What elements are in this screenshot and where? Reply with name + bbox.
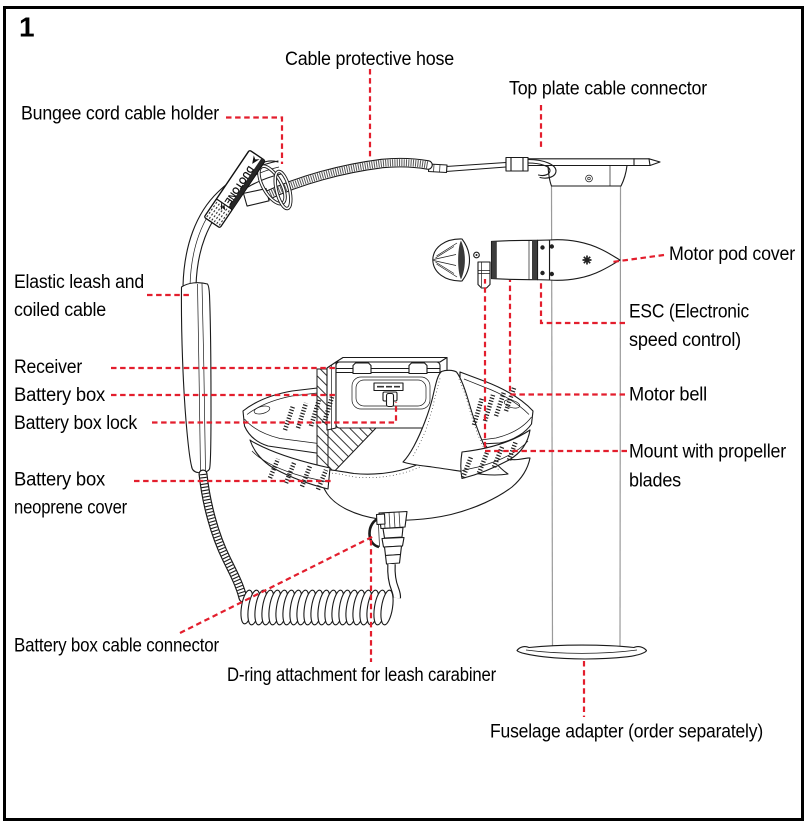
d-ring-shape (368, 516, 381, 549)
leader-lines (111, 69, 665, 717)
label-battery-box: Battery box (14, 385, 106, 406)
coiled-cable-upper (198, 469, 248, 603)
propeller-blades-upper-left (282, 396, 335, 431)
fuselage-adapter-shape (516, 644, 648, 660)
illustration: DUOTONE (180, 150, 661, 660)
cable-connector-shape (368, 510, 408, 599)
lightning-bolt-icon (220, 200, 226, 211)
label-neoprene-line1: Battery box (14, 470, 106, 491)
motor-bell-shape (490, 239, 539, 281)
leader-motor-pod-cover (611, 253, 665, 264)
elastic-leash-sleeve (180, 282, 212, 474)
leader-battery-box-lock (152, 402, 398, 424)
label-esc-line1: ESC (Electronic (629, 302, 749, 323)
leader-esc (539, 281, 625, 325)
right-wing (459, 371, 534, 446)
label-mount-line1: Mount with propeller (629, 442, 787, 463)
propeller-blades-upper-right (471, 387, 517, 426)
leader-motor-bell (508, 280, 625, 396)
label-esc-line2: speed control) (629, 330, 741, 351)
label-elastic-leash-line2: coiled cable (14, 300, 106, 321)
label-elastic-leash-line1: Elastic leash and (14, 272, 144, 293)
leader-mount (483, 279, 627, 453)
brand-arrow-icon (252, 155, 260, 164)
label-cable-protective-hose: Cable protective hose (285, 49, 454, 70)
leash-strap: DUOTONE (204, 150, 266, 228)
cable-protective-hose-shape (242, 157, 433, 207)
mast (505, 156, 661, 660)
label-battery-box-lock: Battery box lock (14, 413, 138, 434)
label-top-plate-cable-connector: Top plate cable connector (509, 79, 708, 100)
top-cable (427, 161, 507, 174)
label-neoprene-line2: neoprene cover (14, 498, 128, 519)
label-motor-bell: Motor bell (629, 385, 707, 406)
leader-bungee-cord (226, 116, 284, 164)
labels: 1 Cable protective hose Top plate cable … (14, 12, 796, 743)
label-d-ring: D-ring attachment for leash carabiner (227, 665, 497, 686)
label-mount-line2: blades (629, 471, 681, 492)
vent-star-icon (582, 255, 592, 265)
label-motor-pod-cover: Motor pod cover (669, 244, 796, 265)
motor-pod (432, 238, 621, 289)
label-receiver: Receiver (14, 357, 83, 378)
battery-box-shape (326, 356, 448, 431)
propeller-nose (432, 238, 491, 289)
coiled-cable-loops (240, 589, 394, 626)
propeller-blades-lower (267, 440, 519, 491)
label-battery-box-cable-connector: Battery box cable connector (14, 636, 220, 657)
figure-number: 1 (19, 12, 35, 43)
mount-assembly (242, 356, 534, 599)
label-bungee-cord-cable-holder: Bungee cord cable holder (21, 104, 220, 125)
label-fuselage-adapter: Fuselage adapter (order separately) (490, 722, 763, 743)
right-wing-skirt (460, 429, 531, 480)
page-border (3, 6, 804, 821)
